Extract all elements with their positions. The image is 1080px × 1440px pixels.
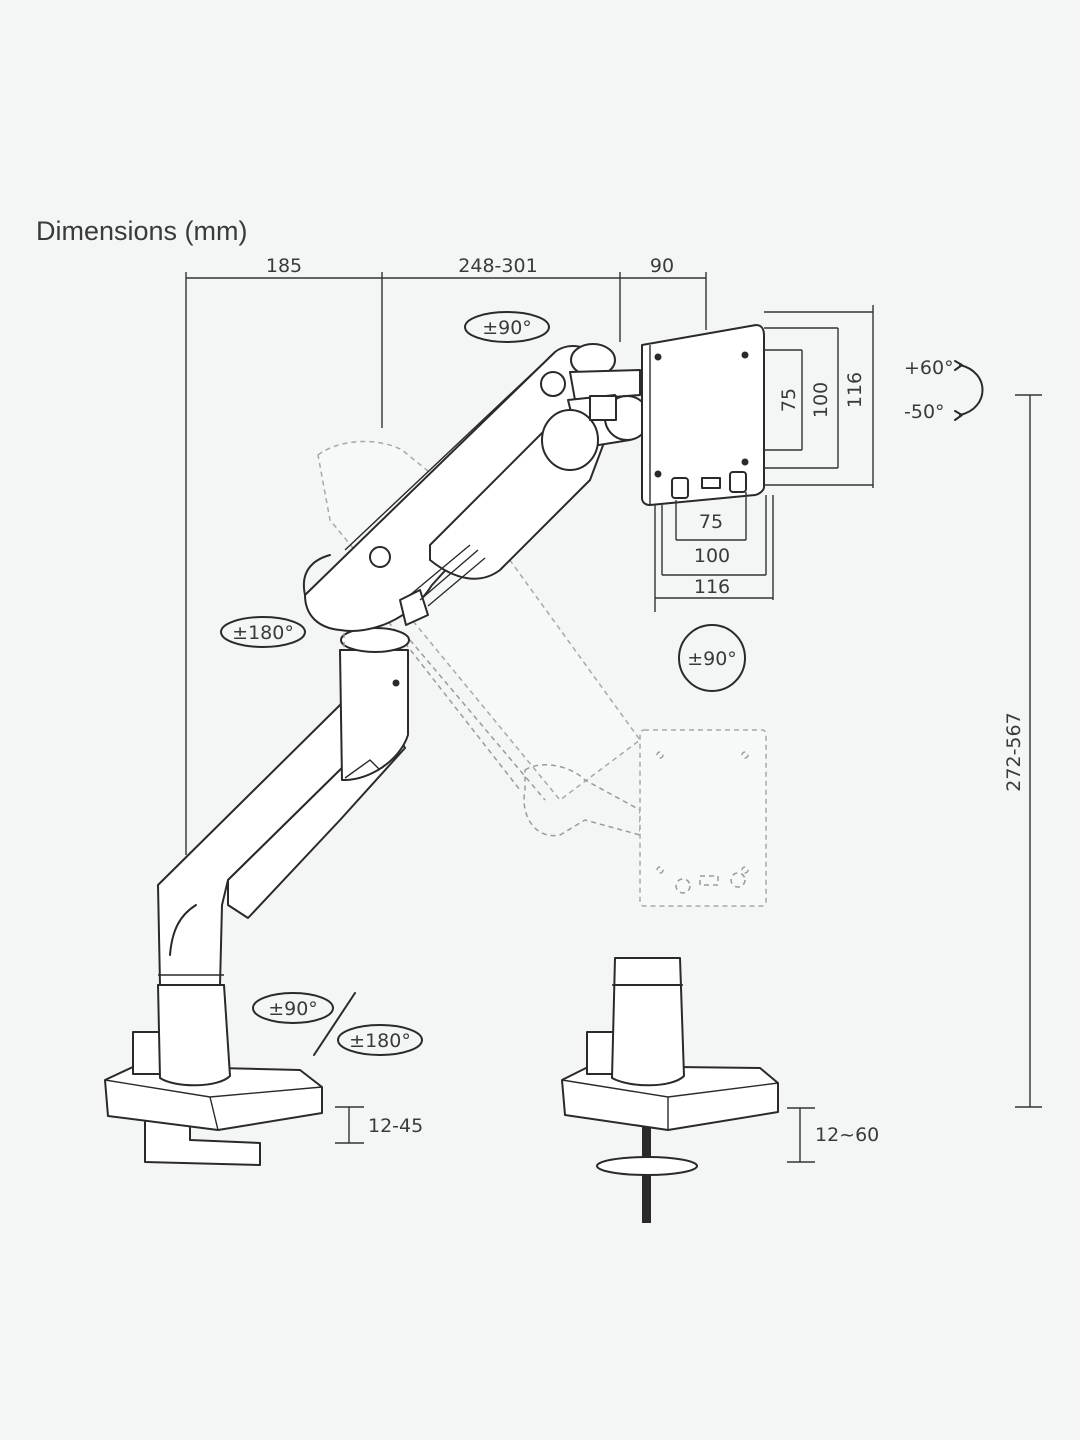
height-range-label: 272-567 (1003, 712, 1025, 791)
dim-label-vesa-inner-v: 75 (778, 388, 800, 412)
monitor-rotation-badge: ±90° (678, 624, 746, 692)
tilt-down-label: -50° (904, 401, 945, 423)
tilt-arc-icon (959, 364, 984, 416)
head-swivel-label: ±90° (482, 317, 532, 339)
base-rotation-label: ±180° (349, 1030, 411, 1052)
dim-label-plate-v: 116 (844, 372, 866, 408)
dim-label-vesa-mid-v: 100 (810, 382, 832, 418)
vesa-vertical-dims (764, 305, 874, 488)
elbow-rotation-label: ±180° (232, 622, 294, 644)
dim-label-vesa-inner-h: 75 (699, 511, 723, 533)
grommet-base (561, 957, 779, 1223)
diagram-title: Dimensions (mm) (36, 216, 248, 246)
elbow-rotation-badge: ±180° (220, 616, 306, 648)
dim-label-base-to-pivot: 185 (266, 255, 302, 277)
grommet-range-label: 12~60 (815, 1124, 879, 1146)
dim-label-arm-extension: 248-301 (458, 255, 537, 277)
clamp-range-label: 12-45 (368, 1115, 423, 1137)
vesa-plate (641, 324, 765, 506)
vesa-horizontal-dims (654, 492, 774, 612)
base-swivel-badge: ±90° (252, 992, 334, 1024)
monitor-rotation-label: ±90° (687, 648, 737, 670)
clamp-base (104, 974, 323, 1166)
tilt-up-label: +60° (904, 357, 954, 379)
top-dimension-lines (185, 272, 707, 855)
clamp-range-dim (335, 1106, 364, 1144)
height-dimension (1015, 394, 1042, 1108)
head-swivel-badge: ±90° (464, 311, 550, 343)
slash-divider (313, 992, 356, 1056)
dim-label-vesa-mid-h: 100 (694, 545, 730, 567)
dim-label-head-offset: 90 (650, 255, 674, 277)
base-swivel-label: ±90° (268, 998, 318, 1020)
grommet-range-dim (787, 1107, 815, 1163)
dim-label-plate-h: 116 (694, 576, 730, 598)
tilt-head (540, 343, 650, 471)
base-rotation-badge: ±180° (337, 1024, 423, 1056)
lower-arm (157, 627, 410, 986)
